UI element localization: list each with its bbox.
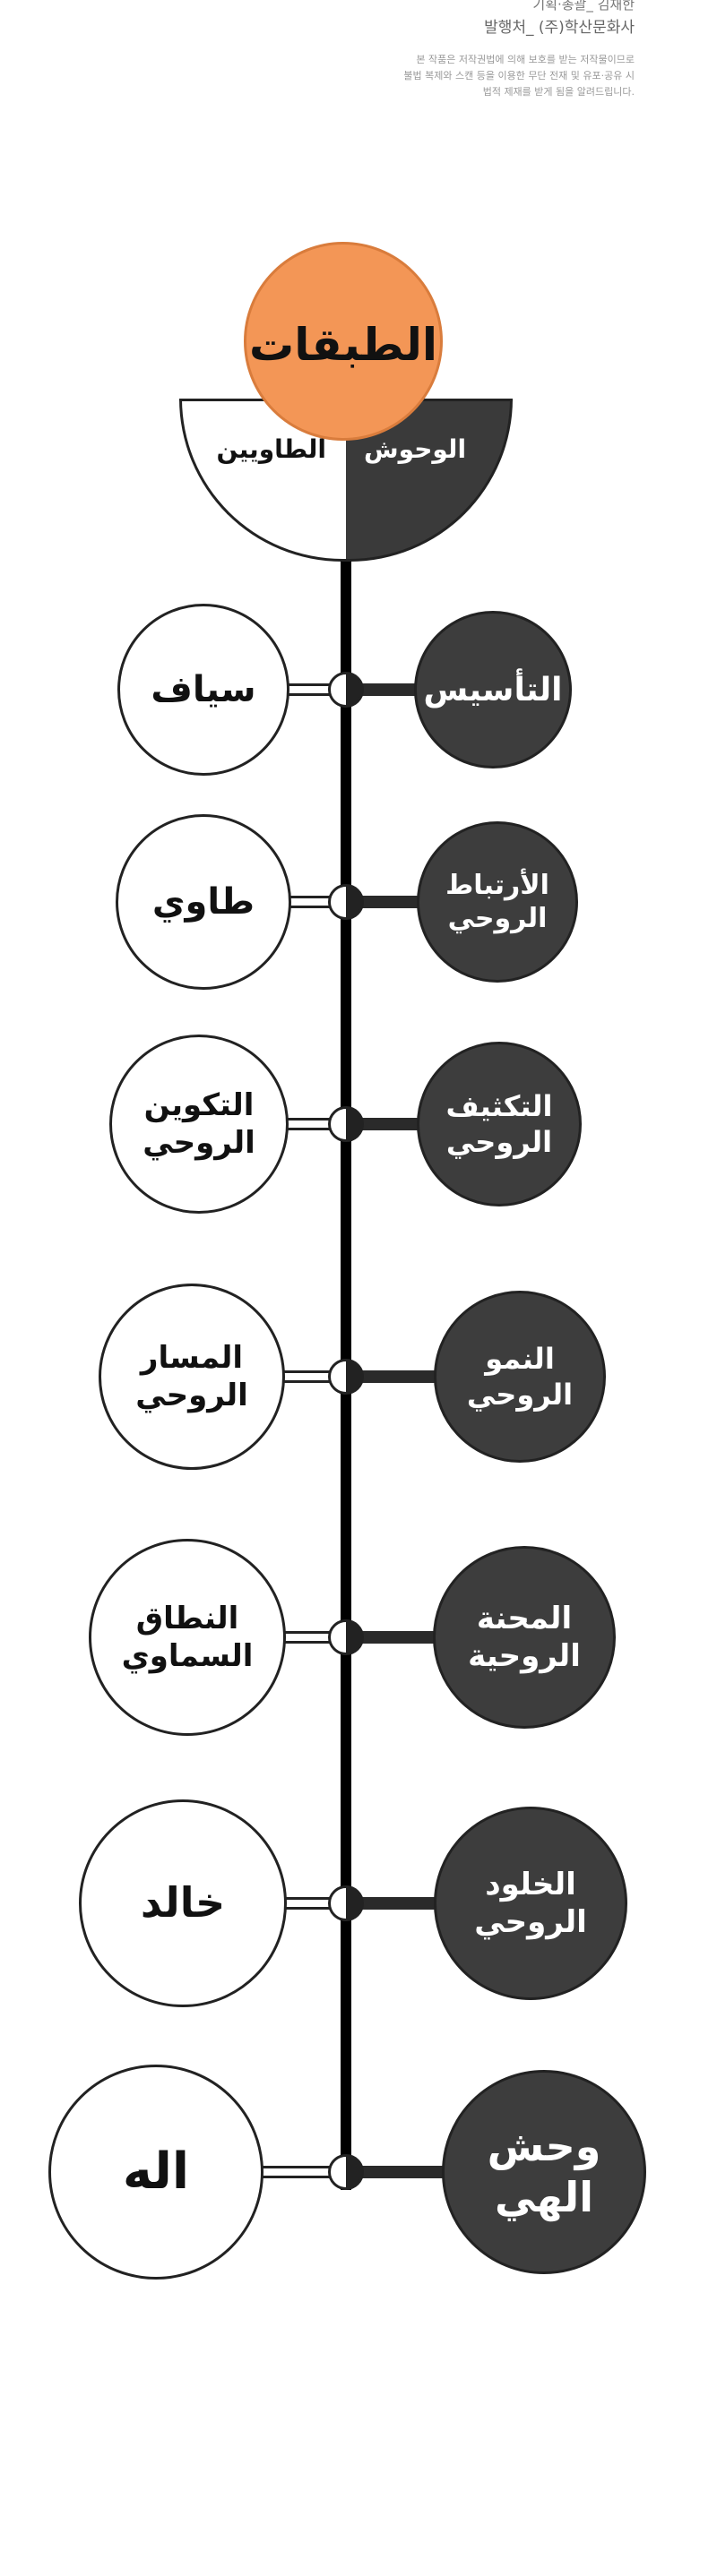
timeline-spine <box>341 399 351 2190</box>
connector-right-4 <box>346 1370 437 1383</box>
rank-label-right-7: وحش الهي <box>487 2121 601 2222</box>
rank-node-right-5: المحنة الروحية <box>433 1546 616 1729</box>
rank-label-left-7: اله <box>122 2142 190 2201</box>
rank-node-left-5: النطاق السماوي <box>89 1539 286 1736</box>
junction-dot-5 <box>328 1619 364 1655</box>
junction-dot-6 <box>328 1885 364 1921</box>
copyright-notice-3: 법적 제재를 받게 됨을 알려드립니다. <box>482 86 635 98</box>
rank-label-left-6: خالد <box>140 1878 226 1928</box>
connector-right-5 <box>346 1631 436 1644</box>
column-header-right-label: الوحوش <box>364 434 467 464</box>
connector-right-3 <box>346 1118 420 1130</box>
rank-node-right-1: التأسيس <box>414 611 572 769</box>
rank-label-right-3: التكثيف الروحي <box>445 1089 553 1159</box>
junction-dot-7 <box>328 2154 364 2190</box>
rank-node-right-4: النمو الروحي <box>434 1291 606 1463</box>
connector-right-1 <box>346 683 418 696</box>
credit-line-2: 발행처_ (주)학산문화사 <box>484 19 635 37</box>
rank-node-right-3: التكثيف الروحي <box>417 1042 582 1206</box>
rank-label-right-4: النمو الروحي <box>466 1342 574 1412</box>
connector-right-6 <box>346 1897 437 1910</box>
connector-right-2 <box>346 896 420 908</box>
rank-node-right-2: الأرتباط الروحي <box>417 821 578 983</box>
rank-label-left-1: سياف <box>151 669 256 710</box>
column-header-left-label: الطاويين <box>216 434 326 464</box>
junction-dot-2 <box>328 884 364 920</box>
rank-node-left-4: المسار الروحي <box>99 1284 285 1470</box>
junction-dot-1 <box>328 672 364 708</box>
rank-node-left-1: سياف <box>117 604 289 776</box>
connector-right-7 <box>346 2166 445 2178</box>
rank-label-left-3: التكوين الروحي <box>143 1086 255 1162</box>
rank-node-right-7: وحش الهي <box>442 2070 646 2274</box>
rank-label-left-5: النطاق السماوي <box>121 1600 254 1675</box>
copyright-notice-2: 불법 복제와 스캔 등을 이용한 무단 전재 및 유포·공유 시 <box>403 70 635 82</box>
rank-node-right-6: الخلود الروحي <box>434 1807 627 2000</box>
rank-label-right-6: الخلود الروحي <box>474 1866 587 1941</box>
hub-label: الطبقات <box>248 319 438 371</box>
rank-label-left-2: طاوي <box>151 881 255 923</box>
credit-line-1: 기획·총괄_ 김재한 <box>532 0 635 13</box>
rank-node-left-7: اله <box>48 2065 263 2280</box>
hub-circle: الطبقات <box>244 242 443 441</box>
rank-label-right-1: التأسيس <box>423 671 563 708</box>
junction-dot-4 <box>328 1359 364 1395</box>
rank-node-left-3: التكوين الروحي <box>109 1035 289 1214</box>
rank-label-right-2: الأرتباط الروحي <box>445 869 549 935</box>
junction-dot-3 <box>328 1106 364 1142</box>
rank-node-left-6: خالد <box>79 1799 287 2007</box>
rank-label-left-4: المسار الروحي <box>135 1339 248 1414</box>
connector-left-7 <box>260 2166 346 2178</box>
copyright-notice-1: 본 작품은 저작권법에 의해 보호를 받는 저작물이므로 <box>416 54 635 65</box>
rank-label-right-5: المحنة الروحية <box>468 1600 581 1675</box>
rank-node-left-2: طاوي <box>116 814 291 990</box>
